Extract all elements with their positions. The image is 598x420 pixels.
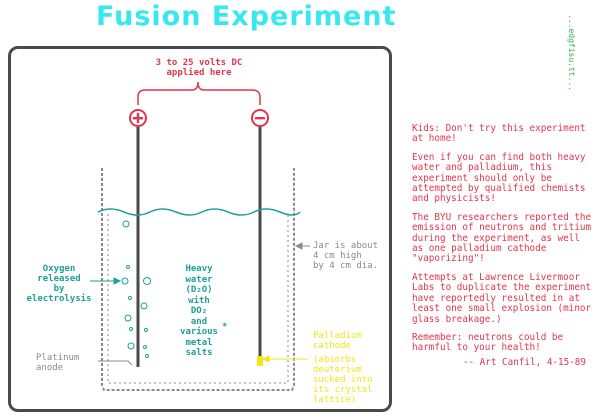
heavy-water-label: Heavy water (D₂O) with DO₂ and various m… <box>180 264 218 358</box>
palladium-label: Palladium cathode <box>313 331 362 351</box>
cathode-tip <box>257 356 263 366</box>
voltage-bracket <box>137 81 261 105</box>
palladium-pointer <box>261 355 308 363</box>
oxygen-label: Oxygen released by electrolysis <box>26 264 92 304</box>
platinum-anode <box>136 127 140 367</box>
note-livermoor: Attempts at Lawrence Livermoor Labs to d… <box>412 271 592 325</box>
page-title: Fusion Experiment <box>96 1 397 32</box>
minus-terminal-icon <box>251 109 269 127</box>
jar-outline <box>101 168 295 391</box>
note-warning: Kids: Don't try this experiment at home! <box>412 123 586 145</box>
absorbs-label: (absorbs deuterium sucked into its cryst… <box>313 355 373 405</box>
oxygen-bubbles <box>121 220 151 358</box>
asterisk-mark: * <box>222 322 228 332</box>
note-byu: The BYU researchers reported the emissio… <box>412 211 592 265</box>
platinum-pointer <box>98 360 133 366</box>
platinum-label: Platinum anode <box>36 353 80 373</box>
plus-terminal-icon <box>129 109 147 127</box>
palladium-cathode <box>258 127 262 365</box>
notes-panel: Kids: Don't try this experiment at home!… <box>412 123 592 368</box>
diagram-frame <box>8 46 392 412</box>
note-neutrons: Remember: neutrons could be harmful to y… <box>412 331 564 354</box>
jar-label: Jar is about 4 cm high by 4 cm dia. <box>313 241 379 271</box>
jar-arrow <box>294 242 310 250</box>
signature: -- Art Canfil, 4-15-89 <box>462 356 586 368</box>
water-surface <box>97 208 301 216</box>
oxygen-arrow <box>90 277 122 285</box>
note-chemists: Even if you can find both heavy water an… <box>412 151 586 205</box>
voltage-label: 3 to 25 volts DC applied here <box>155 58 243 78</box>
